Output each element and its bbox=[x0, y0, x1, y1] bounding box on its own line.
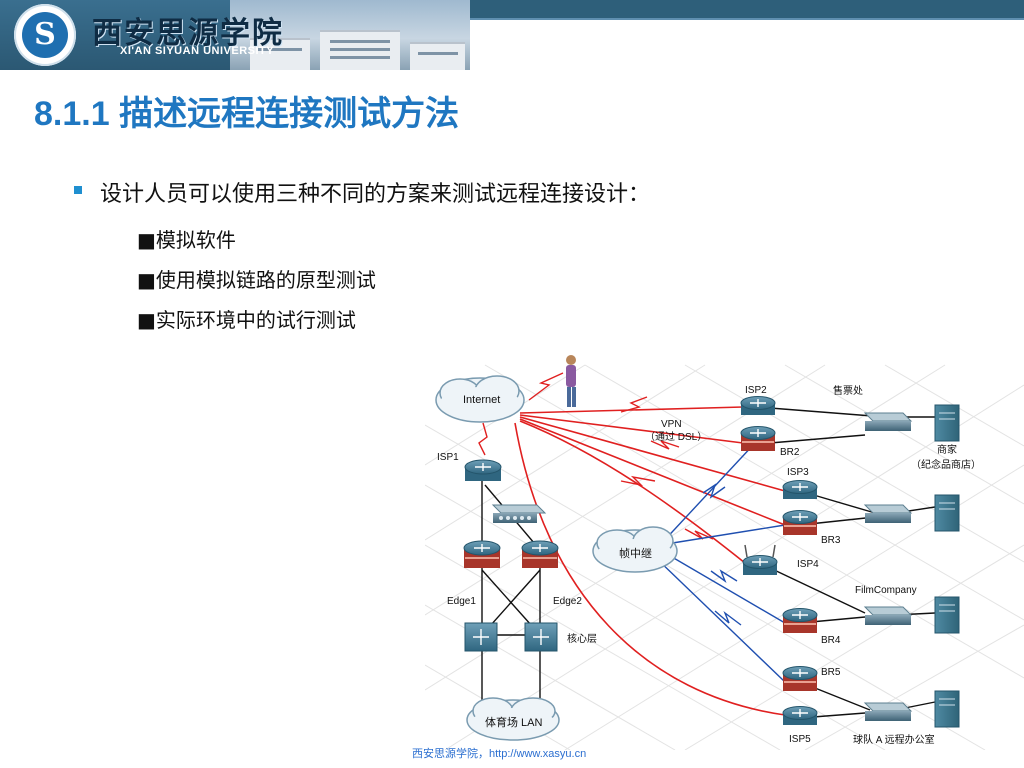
merchant-sub-label: （纪念品商店） bbox=[911, 458, 981, 471]
school-name-en: XI'AN SIYUAN UNIVERSITY bbox=[120, 45, 275, 57]
school-name-cn: 西安思源学院 bbox=[92, 16, 284, 51]
campus-photo bbox=[230, 0, 470, 70]
isp4-label: ISP4 bbox=[797, 559, 819, 570]
filmcompany-server-icon bbox=[934, 596, 960, 634]
vpn-label: VPN bbox=[661, 419, 682, 430]
network-topology-diagram: Internet 帧中继 体育场 LAN ISP1 bbox=[425, 355, 1024, 750]
internet-label: Internet bbox=[463, 394, 500, 406]
br3-router-icon bbox=[782, 510, 818, 535]
internet-wan-links bbox=[478, 372, 786, 716]
isp2-label: ISP2 bbox=[745, 385, 767, 396]
sub-item-simulation: ■模拟软件 bbox=[137, 228, 236, 252]
isp5-router-icon bbox=[782, 706, 818, 725]
filmcompany-switch-icon bbox=[863, 606, 913, 625]
core-label: 核心层 bbox=[567, 632, 597, 645]
isp1-router-icon bbox=[464, 459, 502, 481]
edge1-label: Edge1 bbox=[447, 596, 476, 607]
core-switch-2-icon bbox=[524, 622, 558, 652]
isp2-router-icon bbox=[740, 396, 776, 415]
remote-user-icon bbox=[566, 355, 576, 407]
edge1-router-icon bbox=[463, 540, 501, 568]
university-logo-icon: S bbox=[14, 4, 76, 66]
header-divider bbox=[470, 18, 1024, 20]
internet-cloud-icon bbox=[435, 375, 525, 423]
grid-floor bbox=[425, 364, 1024, 750]
br5-label: BR5 bbox=[821, 667, 841, 678]
isp3-label: ISP3 bbox=[787, 467, 809, 478]
isp1-label: ISP1 bbox=[437, 452, 459, 463]
team-office-label: 球队 A 远程办公室 bbox=[853, 733, 935, 746]
sub-item-prototype: ■使用模拟链路的原型测试 bbox=[137, 268, 376, 292]
ticket-office-switch-icon bbox=[863, 412, 913, 431]
lan-cloud-icon bbox=[466, 697, 560, 741]
br4-label: BR4 bbox=[821, 635, 841, 646]
edge2-label: Edge2 bbox=[553, 596, 582, 607]
frame-relay-label: 帧中继 bbox=[619, 546, 652, 560]
sub-item-pilot: ■实际环境中的试行测试 bbox=[137, 308, 356, 332]
lead-bullet-text: 设计人员可以使用三种不同的方案来测试远程连接设计： bbox=[100, 182, 651, 207]
core-switch-1-icon bbox=[464, 622, 498, 652]
merchant-server-icon bbox=[934, 404, 960, 442]
br2-label: BR2 bbox=[780, 447, 800, 458]
bullet-marker bbox=[74, 186, 82, 194]
isp5-label: ISP5 bbox=[789, 734, 811, 745]
br3-label: BR3 bbox=[821, 535, 841, 546]
br5-router-icon bbox=[782, 666, 818, 691]
modem-icon bbox=[491, 504, 547, 523]
br4-router-icon bbox=[782, 608, 818, 633]
br2-router-icon bbox=[740, 426, 776, 451]
lan-label: 体育场 LAN bbox=[485, 715, 543, 729]
slide-title: 8.1.1 描述远程连接测试方法 bbox=[34, 95, 460, 133]
merchant-label: 商家 bbox=[937, 443, 957, 456]
header-banner: S 西安思源学院 XI'AN SIYUAN UNIVERSITY bbox=[0, 0, 470, 70]
vpn-sub-label: （通过 DSL） bbox=[645, 430, 707, 443]
footer-url: 西安思源学院，http://www.xasyu.cn bbox=[412, 748, 587, 760]
branch3-switch-icon bbox=[863, 504, 913, 523]
ticket-office-label: 售票处 bbox=[833, 384, 863, 397]
frame-relay-cloud-icon bbox=[592, 526, 678, 573]
edge2-router-icon bbox=[521, 540, 559, 568]
team-office-server-icon bbox=[934, 690, 960, 728]
branch3-server-icon bbox=[934, 494, 960, 532]
isp4-router-icon bbox=[742, 544, 778, 575]
team-office-switch-icon bbox=[863, 702, 913, 721]
isp3-router-icon bbox=[782, 480, 818, 499]
frame-relay-links bbox=[654, 442, 786, 683]
filmcompany-label: FilmCompany bbox=[855, 585, 917, 596]
header-bar bbox=[470, 0, 1024, 18]
